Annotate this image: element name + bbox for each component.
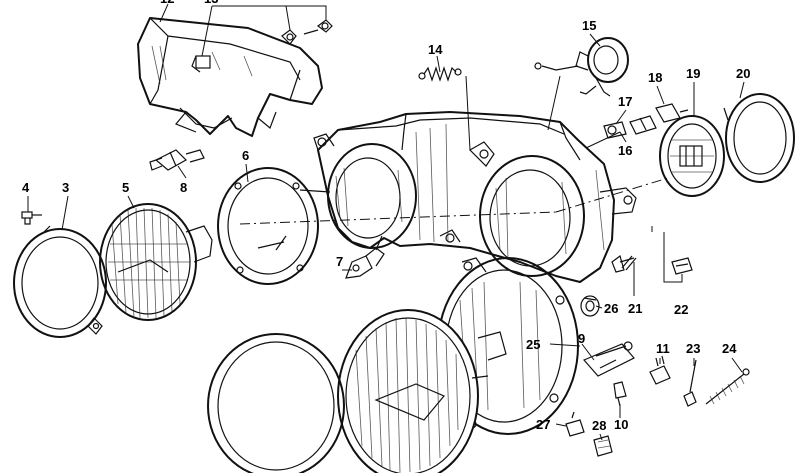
large-headlamp-lens: [337, 309, 507, 473]
adjusting-screw-part-23: [683, 359, 697, 407]
callout-22: 22: [674, 302, 688, 317]
screw-part-4: [21, 211, 42, 225]
clips-part-13: [281, 19, 333, 45]
callout-11: 11: [656, 341, 670, 356]
callout-18: 18: [648, 70, 662, 85]
callout-labels: 12 13 14 15 18 19 20 17 16 6 8 4 3 5 7 2…: [22, 0, 750, 433]
callout-19: 19: [686, 66, 700, 81]
callout-13: 13: [204, 0, 218, 6]
callout-7: 7: [336, 254, 343, 269]
callout-27: 27: [536, 417, 550, 432]
clip-part-22: [671, 257, 693, 275]
bulb-part-8: [149, 149, 205, 171]
callout-25: 25: [526, 337, 540, 352]
callout-23: 23: [686, 341, 700, 356]
callout-15: 15: [582, 18, 596, 33]
clip-part-27: [565, 411, 585, 437]
lamp-holder-part-19: [659, 115, 725, 197]
upper-cover-part-12: [137, 17, 323, 137]
bulb-part-28: [593, 435, 613, 457]
lamp-part-9: [583, 341, 635, 377]
headlight-housing: [313, 111, 637, 283]
connector-part-11: [649, 355, 671, 385]
callout-17: 17: [618, 94, 632, 109]
center-lines: [239, 177, 669, 225]
callout-24: 24: [722, 341, 737, 356]
large-trim-ring: [207, 333, 345, 473]
spring-part-14: [418, 66, 462, 82]
ring-part-20: [723, 93, 795, 183]
mounting-ring-part-6: [217, 167, 331, 285]
callout-6: 6: [242, 148, 249, 163]
sealed-beam-lamp-part-5: [99, 203, 213, 321]
callout-16: 16: [618, 143, 632, 158]
callout-21: 21: [628, 301, 642, 316]
callout-5: 5: [122, 180, 129, 195]
leader-lines: [27, 3, 745, 441]
callout-14: 14: [428, 42, 443, 57]
screw-part-21: [611, 254, 637, 273]
callout-28: 28: [592, 418, 606, 433]
callout-12: 12: [160, 0, 174, 6]
callout-26: 26: [604, 301, 618, 316]
bulb-part-10: [613, 381, 627, 407]
adjuster-part-7: [345, 235, 385, 279]
callout-4: 4: [22, 180, 30, 195]
callout-3: 3: [62, 180, 69, 195]
threaded-rod-part-24: [705, 368, 750, 405]
callout-9: 9: [578, 331, 585, 346]
trim-ring-part-3: [13, 225, 107, 338]
callout-20: 20: [736, 66, 750, 81]
callout-8: 8: [180, 180, 187, 195]
grommet-part-26: [580, 295, 600, 317]
socket-part-15: [534, 37, 629, 97]
callout-10: 10: [614, 417, 628, 432]
